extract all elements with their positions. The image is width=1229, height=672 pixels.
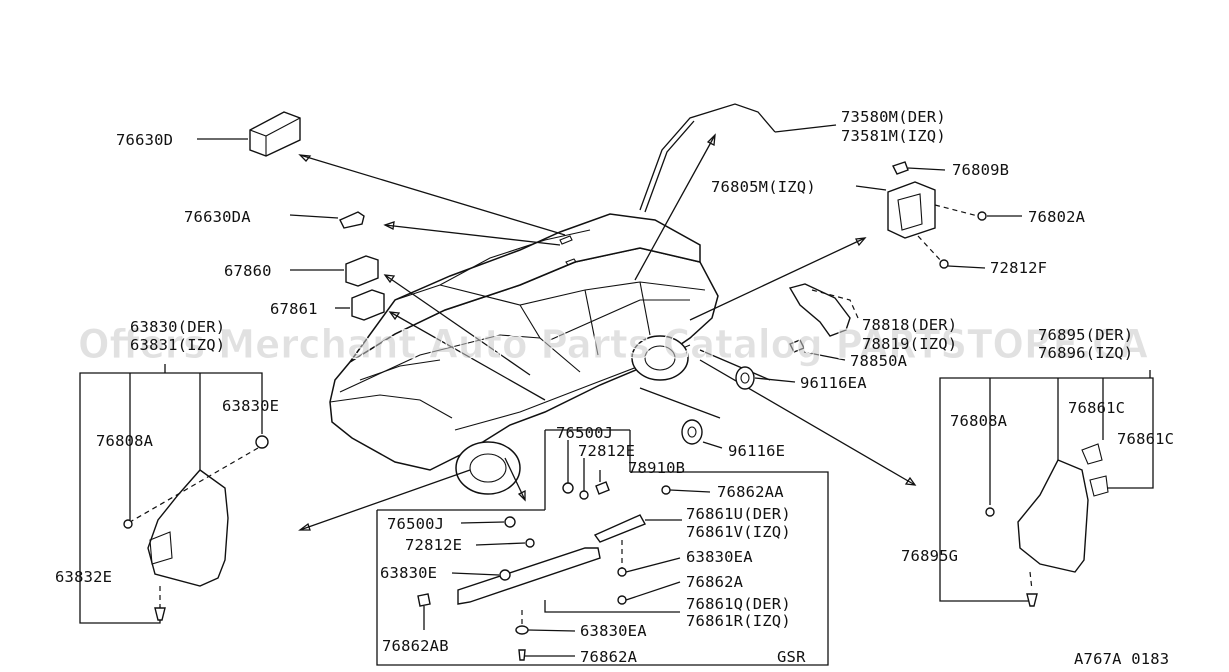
label-76861C-a: 76861C [1068,399,1125,417]
label-63832E: 63832E [55,568,112,586]
label-76805M: 76805M(IZQ) [711,178,816,196]
label-73581M: 73581M(IZQ) [841,127,946,145]
label-76808A-right: 76808A [950,412,1008,430]
label-76861R: 76861R(IZQ) [686,612,791,630]
label-76808A-left: 76808A [96,432,154,450]
label-96116E: 96116E [728,442,785,460]
label-78818-der: 78818(DER) [862,316,957,334]
label-76500J-top: 76500J [556,424,613,442]
label-76630DA: 76630DA [184,208,251,226]
label-67860: 67860 [224,262,272,280]
label-76862A-mid: 76862A [686,573,744,591]
label-78819-izq: 78819(IZQ) [862,335,957,353]
label-76861Q: 76861Q(DER) [686,595,791,613]
watermark-text: Offers Merchant Auto Parts Catalog PARTS… [78,322,1148,368]
label-73580M: 73580M(DER) [841,108,946,126]
label-76861C-b: 76861C [1117,430,1174,448]
label-76895-der: 76895(DER) [1038,326,1133,344]
label-96116EA: 96116EA [800,374,867,392]
label-72812E-top: 72812E [578,442,635,460]
left-mudflap-group [79,364,269,624]
gsr-box-label: GSR [777,648,806,666]
label-76802A: 76802A [1028,208,1086,226]
label-63830EA-top: 63830EA [686,548,753,566]
roof-molding [639,103,837,213]
label-76500J-box: 76500J [387,515,444,533]
label-63830E-box: 63830E [380,564,437,582]
label-76630D: 76630D [116,131,173,149]
label-76895G: 76895G [901,547,958,565]
label-63830E: 63830E [222,397,279,415]
leader-lines [298,133,917,531]
label-63830EA-bot: 63830EA [580,622,647,640]
label-72812E-box: 72812E [405,536,462,554]
label-63831-izq: 63831(IZQ) [130,336,225,354]
label-63830-der: 63830(DER) [130,318,225,336]
diagram-code: A767A 0183 [1074,650,1169,668]
label-78910B: 78910B [628,459,685,477]
label-76861U: 76861U(DER) [686,505,791,523]
label-67861: 67861 [270,300,318,318]
label-76809B: 76809B [952,161,1009,179]
label-76862AA: 76862AA [717,483,784,501]
label-76896-izq: 76896(IZQ) [1038,344,1133,362]
car-illustration [329,213,719,495]
label-76862A-bot: 76862A [580,648,638,666]
part-shapes [197,111,1022,449]
label-72812F: 72812F [990,259,1047,277]
right-mudflap-group [939,370,1154,607]
part-labels: 76630D 76630DA 67860 67861 63830(DER) 63… [55,108,1174,668]
label-78850A: 78850A [850,352,908,370]
label-76861V: 76861V(IZQ) [686,523,791,541]
gsr-box [376,429,829,666]
label-76862AB: 76862AB [382,637,449,655]
